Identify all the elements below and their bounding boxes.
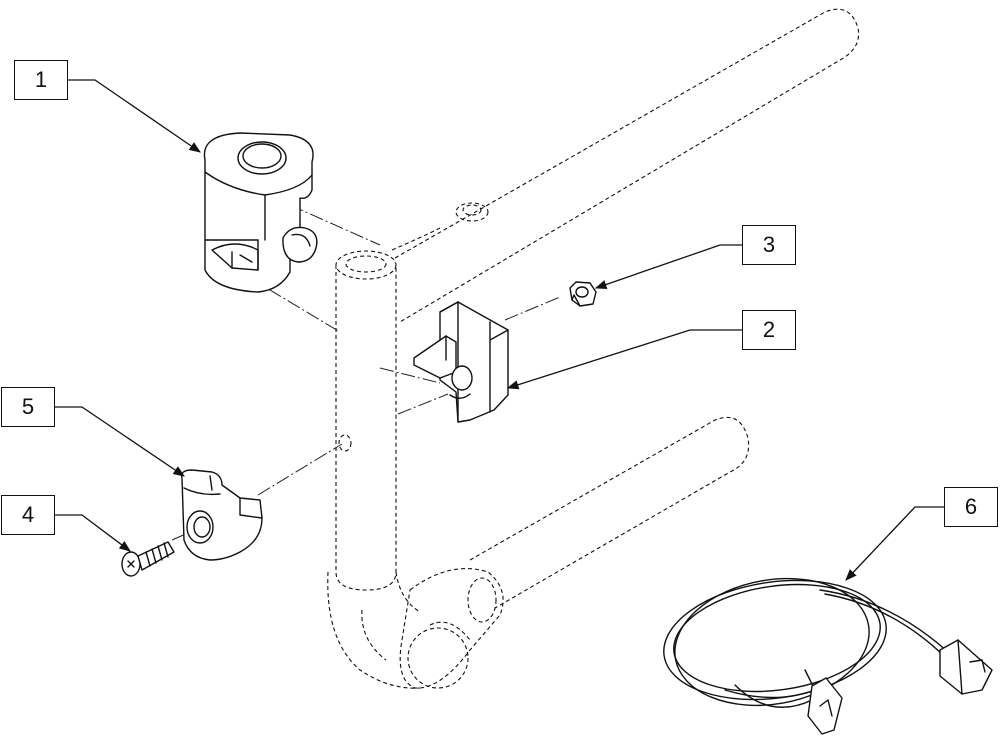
callout-6: 6 [944,487,998,527]
callout-2-label: 2 [762,317,776,342]
callout-5: 5 [1,387,55,427]
wheelchair-frame-outline [327,8,860,689]
callout-1: 1 [14,60,68,100]
part-4-screw [121,541,175,577]
part-1-upper-clamp [203,132,318,293]
callout-3: 3 [742,225,796,265]
part-5-lower-clamp [181,469,263,561]
part-6-usb-cable [663,577,993,735]
part-3-hex-nut [569,281,597,307]
part-2-side-bracket [413,301,509,423]
callout-5-label: 5 [21,394,35,419]
callout-4-label: 4 [21,502,35,527]
callout-4: 4 [1,495,55,535]
callout-3-label: 3 [762,232,776,257]
callout-1-label: 1 [34,67,48,92]
callout-6-label: 6 [964,494,978,519]
callout-2: 2 [742,310,796,350]
callout-leaders [55,79,944,581]
